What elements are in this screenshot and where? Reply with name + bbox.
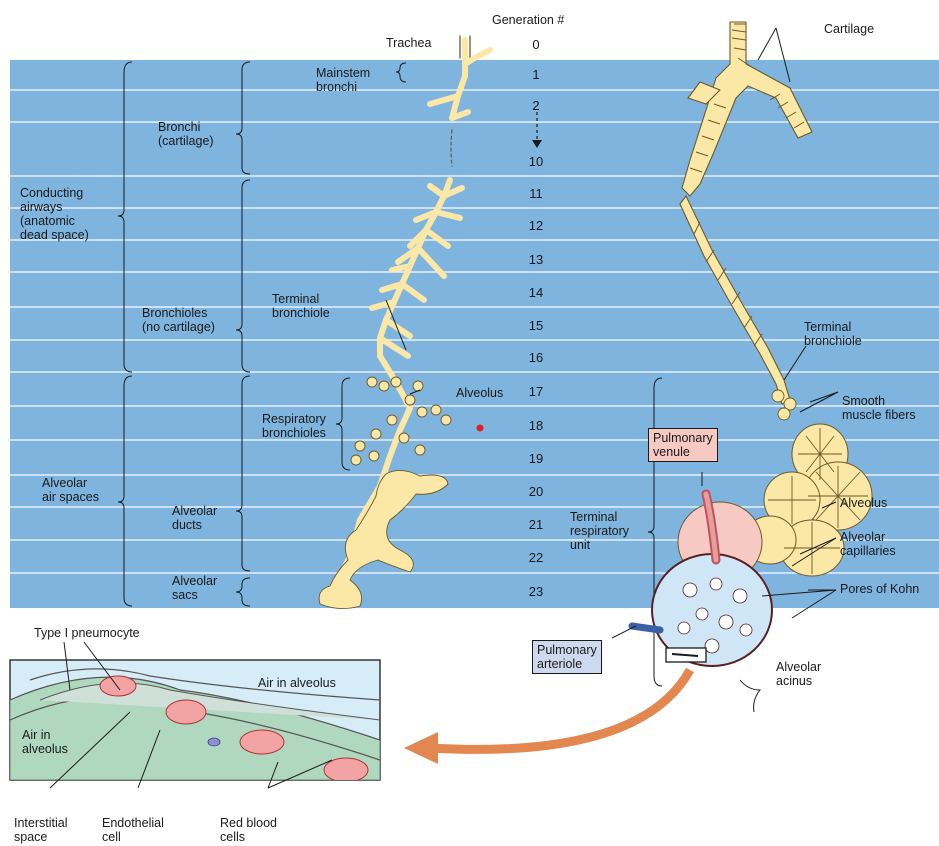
air-in-alveolus-right-label: Air in alveolus <box>258 676 336 690</box>
zoom-arrow <box>430 670 690 749</box>
terminal-respiratory-unit-label: Terminal respiratory unit <box>570 510 629 552</box>
interstitial-space-label: Interstitial space <box>14 816 68 844</box>
pulmonary-venule-label: Pulmonary venule <box>648 428 718 462</box>
generation-number: 1 <box>516 67 556 82</box>
generation-number: 13 <box>516 252 556 267</box>
bronchioles-label: Bronchioles (no cartilage) <box>142 306 215 334</box>
trachea-label: Trachea <box>386 36 431 50</box>
generation-number: 19 <box>516 451 556 466</box>
air-in-alveolus-left-label: Air in alveolus <box>22 728 68 756</box>
generation-number: 21 <box>516 517 556 532</box>
generation-number: 11 <box>516 186 556 201</box>
terminal-bronchiole-left-label: Terminal bronchiole <box>272 292 330 320</box>
alveolar-air-spaces-label: Alveolar air spaces <box>42 476 99 504</box>
zoom-arrow-head <box>404 732 438 764</box>
generation-header: Generation # <box>492 13 564 27</box>
generation-number: 22 <box>516 550 556 565</box>
alveolus-left-label: Alveolus <box>456 386 503 400</box>
generation-number: 12 <box>516 218 556 233</box>
alveolar-ducts-label: Alveolar ducts <box>172 504 217 532</box>
marker-dot <box>477 425 484 432</box>
smooth-muscle-label: Smooth muscle fibers <box>842 394 916 422</box>
type1-pneumocyte-label: Type I pneumocyte <box>34 626 140 640</box>
alveolar-capillaries-label: Alveolar capillaries <box>840 530 896 558</box>
generation-number: 10 <box>516 154 556 169</box>
pores-of-kohn-label: Pores of Kohn <box>840 582 919 596</box>
mainstem-bronchi-label: Mainstem bronchi <box>316 66 370 94</box>
generation-number: 15 <box>516 318 556 333</box>
generation-number: 0 <box>516 37 556 52</box>
generation-number: 18 <box>516 418 556 433</box>
red-blood-cells-label: Red blood cells <box>220 816 277 844</box>
generation-number: 23 <box>516 584 556 599</box>
generation-number: 14 <box>516 285 556 300</box>
generation-number: 20 <box>516 484 556 499</box>
generation-number: 16 <box>516 350 556 365</box>
generation-number: 2 <box>516 98 556 113</box>
generation-number: 17 <box>516 384 556 399</box>
pulmonary-arteriole-label: Pulmonary arteriole <box>532 640 602 674</box>
endothelial-cell-label: Endothelial cell <box>102 816 164 844</box>
conducting-airways-label: Conducting airways (anatomic dead space) <box>20 186 89 242</box>
bronchi-label: Bronchi (cartilage) <box>158 120 214 148</box>
alveolar-acinus-label: Alveolar acinus <box>776 660 821 688</box>
respiratory-bronchioles-label: Respiratory bronchioles <box>262 412 326 440</box>
arteriole-vessel <box>632 626 660 630</box>
alveolus-right-label: Alveolus <box>840 496 887 510</box>
terminal-bronchiole-right-label: Terminal bronchiole <box>804 320 862 348</box>
alveolar-sacs-label: Alveolar sacs <box>172 574 217 602</box>
cartilage-label: Cartilage <box>824 22 874 36</box>
